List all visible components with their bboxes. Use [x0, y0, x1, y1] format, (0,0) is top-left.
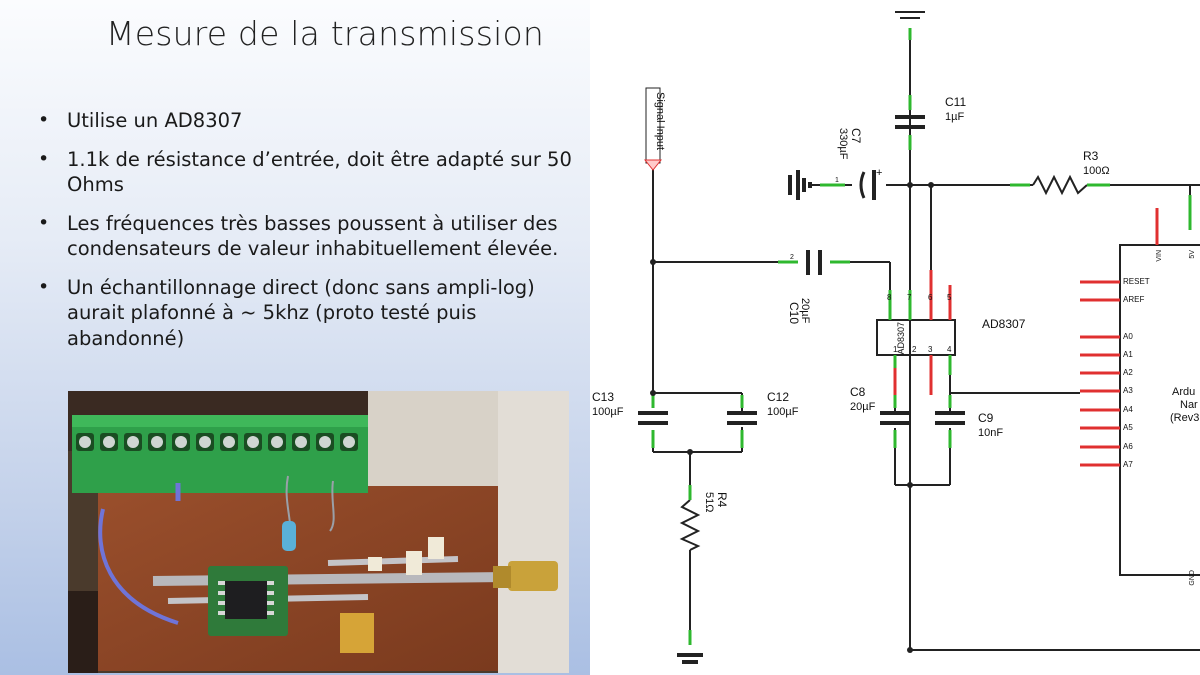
- r3-ref: R3: [1083, 149, 1099, 163]
- arduino-pin-label: A2: [1123, 368, 1133, 377]
- c12-value: 100µF: [767, 406, 799, 418]
- svg-text:+: +: [876, 167, 882, 179]
- c11-value: 1µF: [945, 111, 964, 123]
- r4-ref: R4: [715, 492, 729, 508]
- ic-pin-1: 1: [893, 345, 898, 354]
- bullet-item: Utilise un AD8307: [38, 108, 583, 134]
- pin-number-label: 1: [835, 177, 839, 184]
- r4-value: 51Ω: [703, 492, 715, 512]
- arduino-pin-label: A5: [1123, 423, 1133, 432]
- arduino-model: Nar: [1180, 399, 1198, 411]
- arduino-pin-label: A7: [1123, 460, 1133, 469]
- schematic-diagram: +: [590, 0, 1200, 675]
- slide-title: Mesure de la transmission: [106, 14, 544, 53]
- ic-pin-6: 6: [928, 293, 933, 302]
- arduino-pin-label: A4: [1123, 405, 1133, 414]
- ic-label: AD8307: [982, 317, 1026, 331]
- bullet-list: Utilise un AD8307 1.1k de résistance d’e…: [38, 108, 583, 364]
- arduino-revision: (Rev3: [1170, 412, 1199, 424]
- ic-pin-3: 3: [928, 345, 933, 354]
- c8-value: 20µF: [850, 401, 876, 413]
- arduino-pin-label: A3: [1123, 386, 1133, 395]
- c10-value: 20µF: [799, 298, 811, 324]
- arduino-pin-label: A6: [1123, 442, 1133, 451]
- c7-value: 330µF: [837, 128, 849, 160]
- ic-body-label: AD8307: [896, 322, 906, 355]
- arduino-pin-label: AREF: [1123, 295, 1144, 304]
- c9-value: 10nF: [978, 427, 1003, 439]
- arduino-pin-label: A1: [1123, 350, 1133, 359]
- pin-number-label: 2: [790, 254, 794, 261]
- ic-pin-5: 5: [947, 293, 952, 302]
- ic-pin-4: 4: [947, 345, 952, 354]
- c13-ref: C13: [592, 390, 614, 404]
- c13-value: 100µF: [592, 406, 624, 418]
- c7-ref: C7: [849, 128, 863, 144]
- c8-ref: C8: [850, 385, 866, 399]
- prototype-board-photo: [68, 391, 569, 673]
- bullet-item: Un échantillonnage direct (donc sans amp…: [38, 275, 583, 352]
- ic-pin-8: 8: [887, 293, 892, 302]
- arduino-pin-label: A0: [1123, 332, 1133, 341]
- bullet-item: 1.1k de résistance d’entrée, doit être a…: [38, 147, 583, 198]
- arduino-5v-label: 5V: [1189, 250, 1196, 259]
- c9-ref: C9: [978, 411, 994, 425]
- text-panel: Mesure de la transmission Utilise un AD8…: [0, 0, 590, 675]
- ic-pin-2: 2: [912, 345, 917, 354]
- arduino-gnd-label: GND: [1189, 570, 1196, 586]
- c12-ref: C12: [767, 390, 789, 404]
- bullet-item: Les fréquences très basses poussent à ut…: [38, 211, 583, 262]
- signal-input-label: Signal Input: [654, 92, 666, 150]
- arduino-pin-label: RESET: [1123, 277, 1150, 286]
- arduino-vin-label: VIN: [1156, 250, 1163, 262]
- r3-value: 100Ω: [1083, 165, 1110, 177]
- c11-ref: C11: [945, 95, 966, 109]
- arduino-name: Ardu: [1172, 386, 1195, 398]
- ic-pin-7: 7: [907, 293, 912, 302]
- c10-ref: C10: [787, 302, 801, 324]
